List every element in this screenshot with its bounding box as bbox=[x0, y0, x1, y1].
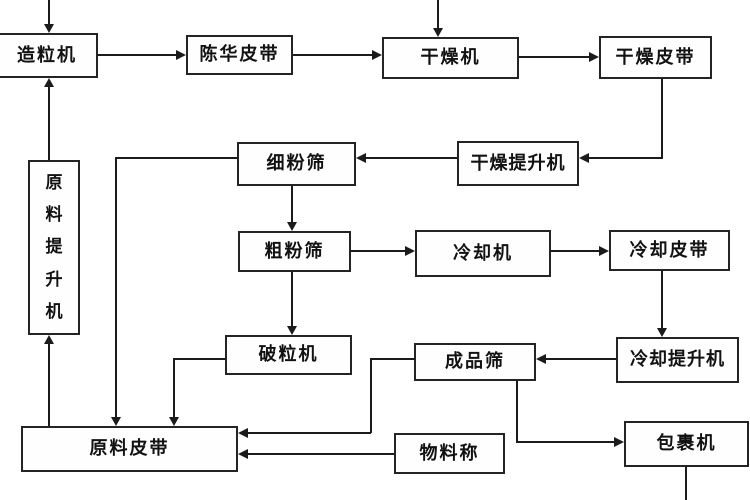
node-fine-sieve: 细粉筛 bbox=[237, 142, 356, 186]
node-material-scale: 物料称 bbox=[394, 433, 505, 474]
node-cooling-elevator: 冷却提升机 bbox=[616, 337, 739, 383]
edge-coolingbelt-coolingelevator-arrowhead bbox=[657, 328, 667, 337]
edge-coarsesieve-cooler-line bbox=[351, 250, 405, 252]
node-coarse-sieve: 粗粉筛 bbox=[238, 231, 351, 272]
node-crusher: 破粒机 bbox=[225, 335, 352, 375]
edge-finesieve-rawbelt-line-v bbox=[115, 157, 117, 418]
edge-top-granulator-line bbox=[48, 0, 50, 25]
edge-finesieve-coarsesieve-arrowhead bbox=[287, 222, 297, 231]
edge-coarsesieve-crusher-line bbox=[291, 272, 293, 327]
edge-dryingbelt-dryingelevator-line-v bbox=[661, 79, 663, 159]
edge-granulator-agingbelt-arrowhead bbox=[176, 50, 186, 60]
edge-top-granulator-arrowhead bbox=[44, 24, 54, 33]
edge-productsieve-wrapper-arrowhead bbox=[614, 437, 624, 447]
node-raw-material-belt: 原料皮带 bbox=[21, 426, 238, 472]
edge-scale-rawbelt-line bbox=[248, 453, 394, 455]
node-raw-material-elevator: 原料提升机 bbox=[28, 160, 80, 335]
edge-scale-rawbelt-arrowhead bbox=[238, 449, 248, 459]
edge-crusher-rawbelt-line-h bbox=[174, 358, 225, 360]
node-aging-belt: 陈华皮带 bbox=[186, 35, 293, 75]
edge-dryer-dryingbelt-line bbox=[519, 56, 589, 58]
node-cooling-belt: 冷却皮带 bbox=[609, 230, 730, 271]
node-granulator: 造粒机 bbox=[0, 33, 98, 78]
node-product-sieve: 成品筛 bbox=[414, 343, 536, 381]
edge-productsieve-wrapper-line-v bbox=[516, 381, 518, 442]
edge-dryer-dryingbelt-arrowhead bbox=[589, 52, 599, 62]
edge-rawbelt-rawelevator-arrowhead bbox=[44, 335, 54, 344]
edge-coarsesieve-crusher-arrowhead bbox=[287, 326, 297, 335]
edge-agingbelt-dryer-arrowhead bbox=[372, 50, 382, 60]
edge-rawelevator-granulator-arrowhead bbox=[44, 78, 54, 87]
edge-dryingelevator-finesieve-line bbox=[366, 157, 457, 159]
edge-dryingelevator-finesieve-arrowhead bbox=[356, 153, 366, 163]
node-cooler: 冷却机 bbox=[415, 230, 551, 277]
edge-finesieve-coarsesieve-line bbox=[291, 186, 293, 223]
edge-dryingbelt-dryingelevator-arrowhead bbox=[579, 153, 589, 163]
edge-finesieve-rawbelt-line-h bbox=[116, 157, 237, 159]
edge-productsieve-rawbelt-line-h1 bbox=[371, 358, 414, 360]
node-drying-elevator: 干燥提升机 bbox=[457, 141, 579, 186]
edge-top-dryer-arrowhead bbox=[433, 28, 443, 37]
edge-wrapper-bottom-line bbox=[685, 467, 687, 500]
edge-cooler-coolingbelt-arrowhead bbox=[599, 246, 609, 256]
edge-rawbelt-rawelevator-line bbox=[48, 343, 50, 426]
edge-dryingbelt-dryingelevator-line-h bbox=[589, 157, 663, 159]
edge-productsieve-rawbelt-arrowhead bbox=[238, 428, 248, 438]
edge-coarsesieve-cooler-arrowhead bbox=[405, 246, 415, 256]
edge-top-dryer-line bbox=[437, 0, 439, 29]
edge-cooler-coolingbelt-line bbox=[551, 250, 599, 252]
edge-rawelevator-granulator-line bbox=[48, 86, 50, 160]
edge-crusher-rawbelt-line-v bbox=[173, 358, 175, 418]
edge-crusher-rawbelt-arrowhead bbox=[169, 417, 179, 426]
edge-granulator-agingbelt-line bbox=[98, 54, 176, 56]
edge-productsieve-rawbelt-line-h2 bbox=[248, 432, 371, 434]
edge-productsieve-rawbelt-line-v bbox=[370, 358, 372, 433]
node-wrapper: 包裹机 bbox=[624, 421, 749, 467]
edge-coolingelevator-productsieve-line bbox=[546, 358, 616, 360]
node-raw-material-elevator-label: 原料提升机 bbox=[45, 172, 63, 322]
edge-coolingbelt-coolingelevator-line bbox=[661, 271, 663, 328]
node-dryer: 干燥机 bbox=[382, 37, 519, 79]
edge-productsieve-wrapper-line-h bbox=[516, 441, 614, 443]
edge-agingbelt-dryer-line bbox=[293, 54, 373, 56]
node-drying-belt: 干燥皮带 bbox=[599, 36, 712, 79]
edge-finesieve-rawbelt-arrowhead bbox=[111, 417, 121, 426]
edge-coolingelevator-productsieve-arrowhead bbox=[536, 354, 546, 364]
